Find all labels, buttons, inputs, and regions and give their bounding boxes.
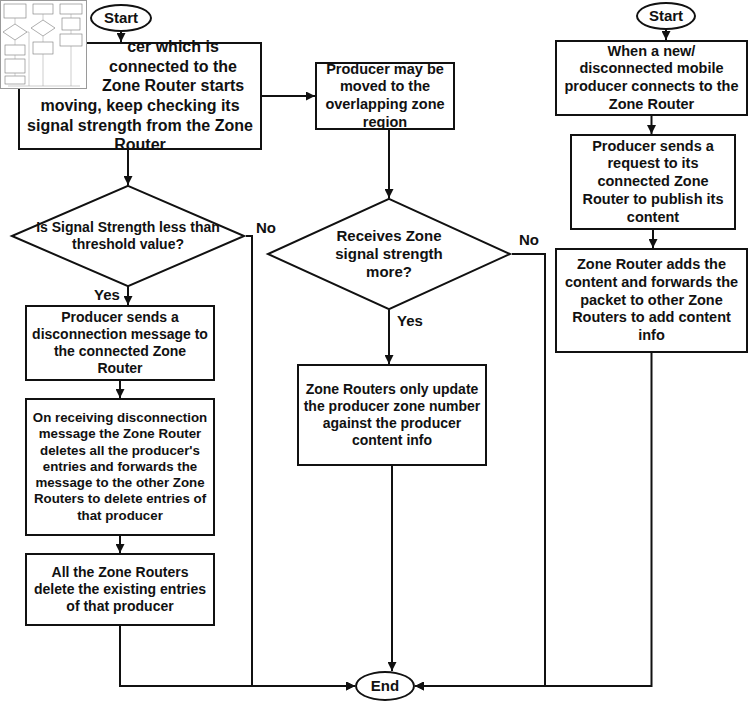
flow-connector — [119, 536, 121, 553]
node-text: Start — [649, 7, 683, 25]
flow-connector — [127, 150, 129, 185]
diamond-shape — [268, 199, 510, 309]
flow-connector — [391, 466, 393, 671]
node-text: End — [371, 677, 399, 695]
start-terminal: Start — [90, 4, 152, 32]
node-text: Receives Zone signal strength more? — [333, 227, 445, 282]
thumbnail-diamond — [31, 20, 55, 36]
flow-connector — [246, 236, 355, 686]
thumbnail-box — [33, 4, 53, 14]
node-text: Is Signal Strength less than threshold v… — [28, 219, 228, 253]
node-text: Start — [104, 9, 138, 27]
flow-connector — [119, 381, 121, 398]
process-box: Zone Router adds the content and forward… — [555, 248, 748, 353]
thumbnail-box — [5, 76, 25, 84]
node-text: Producer may be moved to the overlapping… — [321, 61, 449, 132]
thumbnail-box — [33, 42, 53, 54]
process-box: On receiving disconnection message the Z… — [25, 398, 215, 536]
branch-label: No — [256, 220, 276, 235]
end-terminal: End — [355, 671, 415, 701]
flow-connector — [665, 30, 667, 40]
node-text: Producer sends a request to its connecte… — [576, 138, 730, 226]
process-box: Producer sends a disconnection message t… — [25, 305, 215, 381]
node-text: When a new/ disconnected mobile producer… — [561, 43, 742, 114]
flow-connector — [652, 230, 654, 248]
thumbnail-box — [5, 59, 25, 73]
decision-diamond: Is Signal Strength less than threshold v… — [10, 185, 246, 287]
flow-connector — [120, 32, 122, 42]
flow-connector — [415, 254, 545, 686]
process-box: Zone Routers only update the producer zo… — [297, 364, 487, 466]
diamond-shape — [12, 186, 244, 286]
thumbnail-diamond — [3, 24, 27, 40]
flow-connector — [127, 287, 129, 305]
thumbnail-lines — [8, 14, 80, 86]
node-text: All the Zone Routers delete the existing… — [31, 564, 209, 615]
thumbnail-box — [5, 45, 25, 55]
start-terminal: Start — [636, 2, 696, 30]
branch-label: No — [519, 232, 539, 247]
thumbnail-inset — [0, 0, 87, 89]
node-text: Zone Routers only update the producer zo… — [303, 381, 481, 449]
branch-label: Yes — [94, 287, 120, 302]
thumbnail-box — [62, 18, 80, 30]
flow-connector — [262, 95, 315, 97]
thumbnail-frame — [1, 1, 87, 89]
thumbnail-box — [60, 4, 82, 14]
branch-label: Yes — [397, 313, 423, 328]
decision-diamond: Receives Zone signal strength more? — [266, 198, 512, 310]
process-box: Producer may be moved to the overlapping… — [315, 62, 455, 130]
process-box: All the Zone Routers delete the existing… — [25, 553, 215, 626]
process-box: Producer sends a request to its connecte… — [570, 134, 736, 230]
thumbnail-box — [4, 4, 26, 18]
node-text: Zone Router adds the content and forward… — [561, 256, 742, 344]
node-text: Producer sends a disconnection message t… — [31, 309, 209, 377]
flow-connector — [388, 130, 390, 198]
flow-connector — [120, 626, 355, 686]
node-text: On receiving disconnection message the Z… — [31, 410, 209, 524]
process-box: When a new/ disconnected mobile producer… — [555, 40, 748, 116]
flow-connector — [388, 310, 390, 364]
flow-connector — [651, 116, 653, 134]
flow-connector — [415, 353, 652, 686]
thumbnail-box — [60, 34, 82, 46]
